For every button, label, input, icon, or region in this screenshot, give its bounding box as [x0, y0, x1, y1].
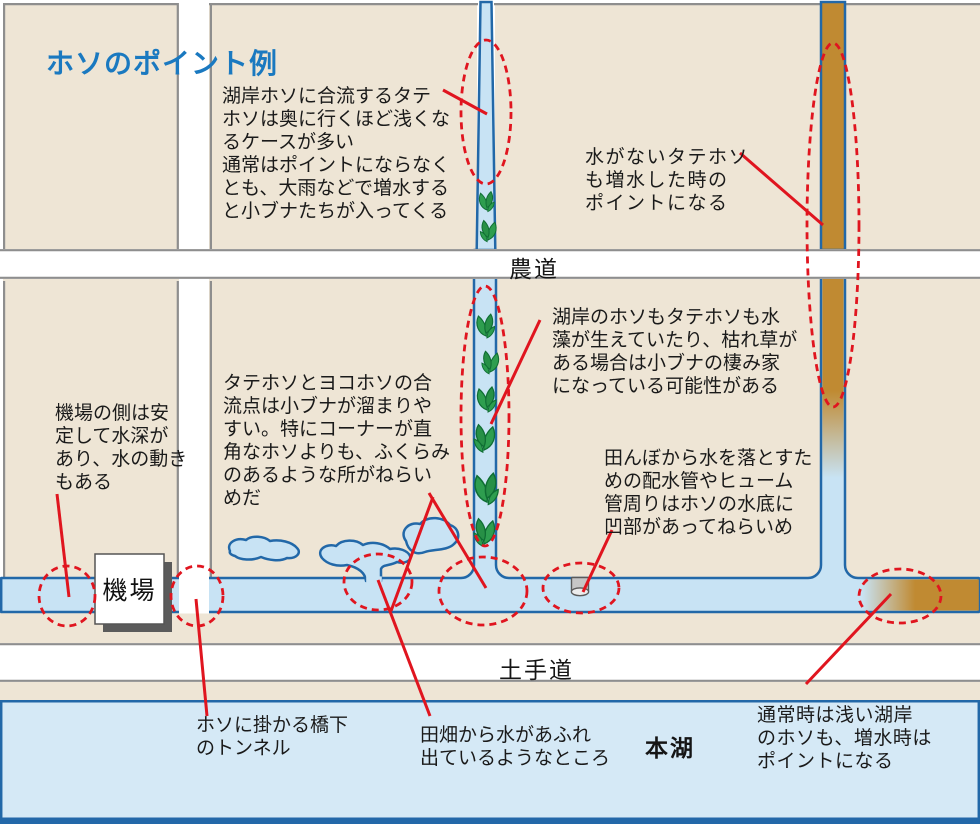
annotation-dry-tatehoso: 水がないタテホソ も増水した時の ポイントになる — [585, 146, 750, 214]
page-title: ホソのポイント例 — [46, 47, 279, 80]
farm-road — [0, 249, 980, 279]
roads — [0, 0, 980, 682]
annotation-bridge-tunnel: ホソに掛かる橋下 のトンネル — [196, 714, 349, 759]
dry-tatehoso-fade — [822, 250, 844, 485]
label-farm-road: 農道 — [509, 257, 559, 283]
marker-shore-shallow — [857, 567, 943, 625]
marker-dry-tatehoso — [805, 41, 861, 409]
marker-pump-side — [37, 564, 97, 628]
marker-upper-tatehoso — [459, 38, 513, 186]
point-markers — [37, 38, 943, 628]
marker-junction — [437, 555, 529, 627]
vertical-road-and-bridge — [179, 0, 209, 614]
dry-tatehoso-upper — [819, 0, 847, 252]
annotation-field-overflow: 田畑から水があふれ 出ているようなところ — [420, 724, 611, 769]
annotation-lake-shore: 通常時は浅い湖岸 のホソも、増水時は ポイントになる — [757, 704, 932, 772]
marker-overflow-spot — [342, 552, 414, 612]
marker-bridge-tunnel — [169, 564, 225, 628]
annotation-merging-tatehoso: 湖岸ホソに合流するタテ ホソは奥に行くほど浅くな るケースが多い 通常はポイント… — [222, 85, 451, 222]
annotation-waterweed: 湖岸のホソもタテホソも水 藻が生えていたり、枯れ草が ある場合は小ブナの棲み家 … — [552, 306, 798, 397]
annotation-drain-pipe: 田んぼから水を落とすた めの配水管やヒューム 管周りはホソの水底に 凹部があって… — [604, 447, 813, 538]
annotation-pump-side: 機場の側は安 定して水深が あり、水の動き もある — [55, 402, 188, 493]
annotation-junction: タテホソとヨコホソの合 流点は小ブナが溜まりや すい。特にコーナーが直 角なホソ… — [223, 372, 451, 509]
field-borders — [2, 2, 980, 577]
marker-weedy-tatehoso — [459, 284, 511, 548]
overflow-puddles — [227, 516, 460, 583]
bank-road — [0, 643, 980, 682]
leader-lines — [55, 88, 893, 717]
label-bank-road: 土手道 — [499, 658, 574, 684]
label-pump-station: 機場 — [102, 576, 157, 605]
marker-drain-pipe — [541, 561, 621, 615]
main-lake — [0, 699, 980, 824]
label-main-lake: 本湖 — [645, 736, 695, 762]
pump-station-box — [94, 553, 172, 632]
